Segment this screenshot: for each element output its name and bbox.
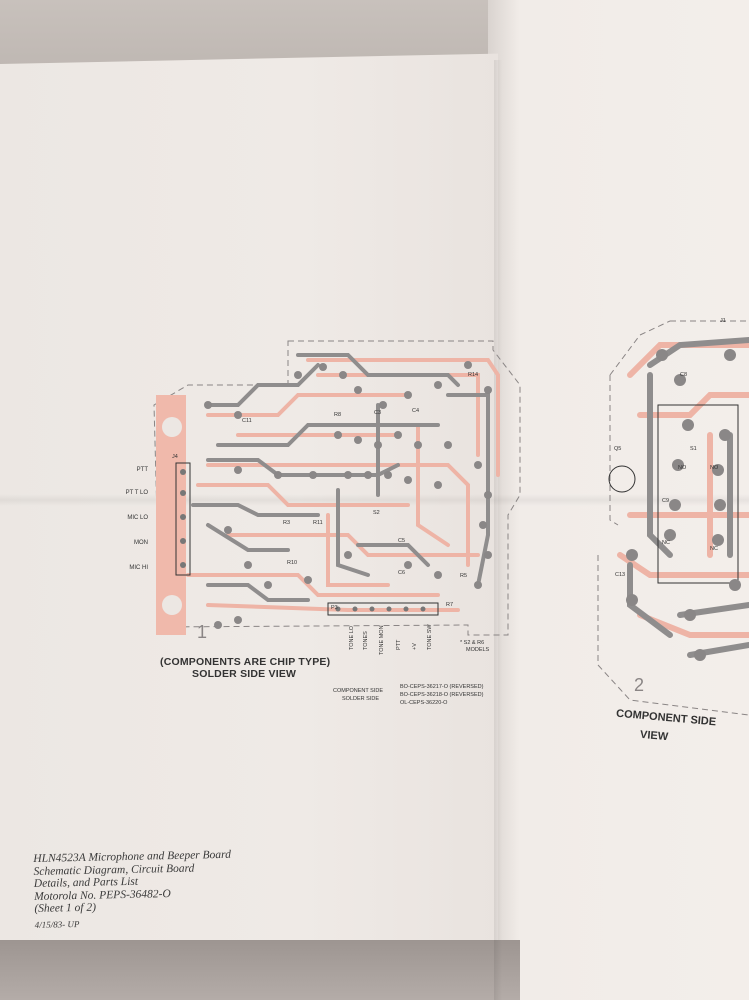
pin-label-ptt-lo: PT T LO: [125, 490, 148, 496]
ref-line-2: BO-CEPS-36218-O (REVERSED): [400, 692, 484, 698]
side-label-component: COMPONENT SIDE: [333, 688, 384, 694]
left-caption-line2: SOLDER SIDE VIEW: [192, 668, 297, 680]
part-label: R14: [468, 372, 479, 378]
part-label: C9: [662, 498, 670, 504]
model-note-2: MODELS: [466, 647, 490, 653]
right-caption-line2: VIEW: [639, 728, 669, 744]
part-label: R5: [460, 573, 468, 579]
part-label: P3: [331, 605, 338, 611]
right-circuit-board: [597, 320, 749, 716]
part-label: R11: [313, 520, 323, 526]
left-circuit-board: [153, 340, 521, 636]
part-label: NO: [710, 465, 719, 471]
side-label-solder: SOLDER SIDE: [342, 696, 379, 702]
bottom-pin-label: TONE MON: [379, 625, 385, 655]
part-label: S2: [373, 510, 380, 516]
bottom-pin-label: PTT: [396, 639, 402, 650]
bottom-pin-label: TONE SW: [427, 624, 433, 650]
left-caption-line1: (COMPONENTS ARE CHIP TYPE): [160, 656, 331, 668]
part-label: C11: [242, 418, 252, 424]
pin-label-mic-lo: MIC LO: [127, 515, 148, 521]
part-label: R7: [446, 602, 454, 608]
bottom-pin-label: +V: [412, 643, 418, 650]
pin-label-mon: MON: [134, 540, 148, 546]
connector-label: J4: [172, 454, 178, 460]
ref-line-3: OL-CEPS-36220-O: [400, 700, 448, 706]
panel-number: 1: [197, 622, 208, 642]
part-label: C13: [615, 572, 626, 578]
part-label: R8: [334, 412, 342, 418]
bottom-pin-label: TONES: [363, 631, 369, 650]
pin-label-ptt: PTT: [136, 467, 148, 473]
part-label: C4: [412, 408, 420, 414]
part-label: NC: [662, 540, 670, 546]
part-label: C5: [398, 538, 406, 544]
part-label: S1: [690, 446, 697, 452]
panel-number: 2: [634, 675, 645, 695]
ref-line-1: BO-CEPS-36217-O (REVERSED): [400, 684, 484, 690]
model-note: * S2 & R6: [460, 640, 485, 646]
page-shadow: [0, 940, 520, 1000]
part-label: R10: [287, 560, 298, 566]
part-label: NC: [710, 546, 718, 552]
part-label: C3: [374, 410, 382, 416]
part-label: Q5: [614, 446, 622, 452]
pin-label-mic-hi: MIC HI: [129, 565, 148, 571]
part-label: J1: [720, 318, 726, 324]
part-label: C8: [680, 372, 688, 378]
part-label: NO: [678, 465, 687, 471]
part-label: C6: [398, 570, 406, 576]
title-block: HLN4523A Microphone and Beeper Board Sch…: [33, 847, 315, 931]
bottom-pin-label: TONE LO: [349, 625, 355, 650]
page-fold: [494, 60, 502, 1000]
part-label: R3: [283, 520, 291, 526]
right-page: [488, 0, 749, 1000]
paper-crease: [0, 494, 749, 506]
